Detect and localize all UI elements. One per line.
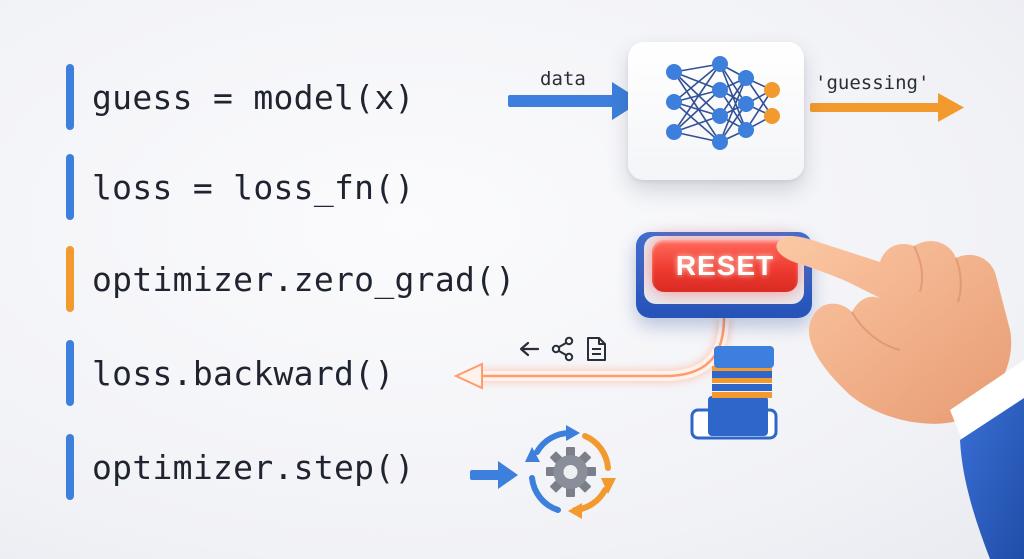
model-card	[628, 42, 804, 180]
code-line-marker	[66, 64, 74, 130]
code-line-text: optimizer.zero_grad()	[92, 259, 516, 299]
gradient-stack-icon	[690, 346, 778, 440]
code-line-marker	[66, 246, 74, 312]
code-line-step: optimizer.step()	[62, 434, 482, 500]
code-line-forward: guess = model(x)	[62, 64, 482, 130]
code-line-text: loss.backward()	[92, 353, 395, 393]
backward-path	[453, 313, 731, 390]
code-line-marker	[66, 340, 74, 406]
code-line-text: loss = loss_fn()	[92, 167, 415, 207]
share-nodes-icon	[551, 336, 574, 362]
code-line-zero-grad: optimizer.zero_grad()	[62, 246, 582, 312]
reset-button-label: RESET	[675, 250, 775, 281]
document-icon	[587, 337, 606, 361]
neural-network-icon	[666, 56, 780, 150]
code-line-backward: loss.backward()	[62, 340, 482, 406]
step-arrow	[470, 461, 518, 489]
code-line-marker	[66, 154, 74, 220]
code-line-marker	[66, 434, 74, 500]
guessing-label: 'guessing'	[815, 72, 930, 94]
code-line-loss: loss = loss_fn()	[62, 154, 482, 220]
guessing-output-arrow	[810, 93, 964, 122]
code-line-text: optimizer.step()	[92, 447, 415, 487]
left-arrow-icon	[519, 341, 540, 357]
data-input-arrow	[508, 82, 642, 120]
data-label: data	[540, 68, 586, 90]
reset-button[interactable]: RESET	[652, 240, 798, 292]
cycle-arrows-icon	[525, 425, 616, 519]
gear-icon	[546, 447, 596, 497]
code-line-text: guess = model(x)	[92, 77, 415, 117]
